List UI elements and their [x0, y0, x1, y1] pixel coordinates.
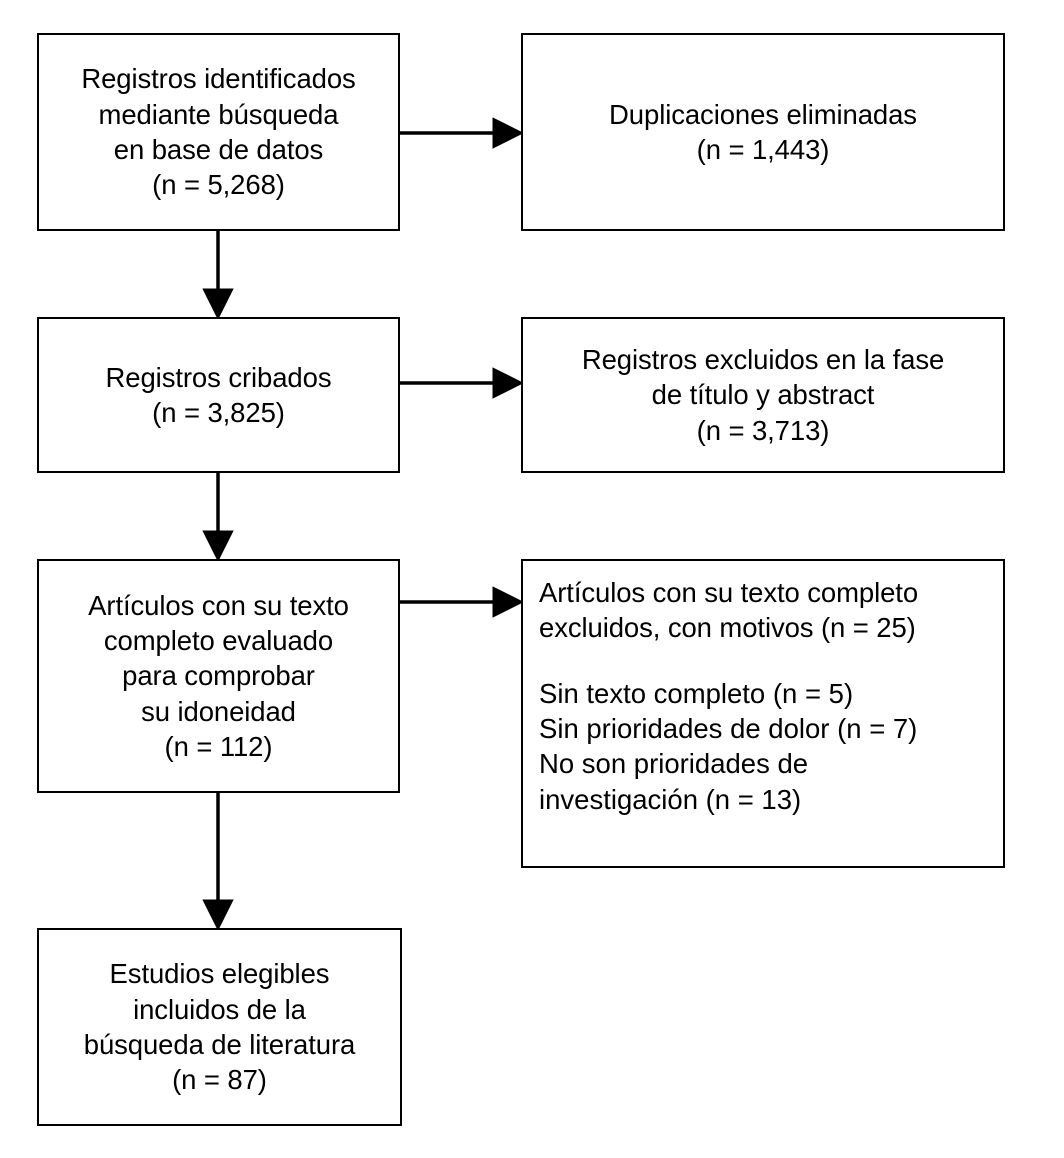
node-records-identified: Registros identificados mediante búsqued…: [37, 33, 400, 231]
node-records-screened-label: Registros cribados (n = 3,825): [105, 361, 332, 428]
node-studies-included: Estudios elegibles incluidos de la búsqu…: [37, 928, 402, 1126]
node-duplicates-removed-label: Duplicaciones eliminadas (n = 1,443): [609, 98, 917, 165]
node-fulltext-assessed: Artículos con su texto completo evaluado…: [37, 559, 400, 793]
node-fulltext-excluded-heading: Artículos con su texto completo excluido…: [539, 577, 919, 644]
node-records-identified-label: Registros identificados mediante búsqued…: [81, 63, 356, 201]
node-studies-included-label: Estudios elegibles incluidos de la búsqu…: [83, 958, 356, 1096]
fulltext-excluded-reasons-list: Sin texto completo (n = 5) Sin prioridad…: [539, 676, 917, 817]
list-item: Sin prioridades de dolor (n = 7): [539, 712, 918, 744]
node-duplicates-removed: Duplicaciones eliminadas (n = 1,443): [521, 33, 1005, 231]
node-fulltext-assessed-label: Artículos con su texto completo evaluado…: [88, 589, 349, 762]
node-fulltext-excluded: Artículos con su texto completo excluido…: [521, 559, 1005, 868]
node-records-excluded: Registros excluidos en la fase de título…: [521, 317, 1005, 473]
list-item: Sin texto completo (n = 5): [539, 677, 854, 709]
node-records-excluded-label: Registros excluidos en la fase de título…: [581, 344, 945, 446]
list-item: No son prioridades de investigación (n =…: [539, 748, 809, 815]
node-records-screened: Registros cribados (n = 3,825): [37, 317, 400, 473]
